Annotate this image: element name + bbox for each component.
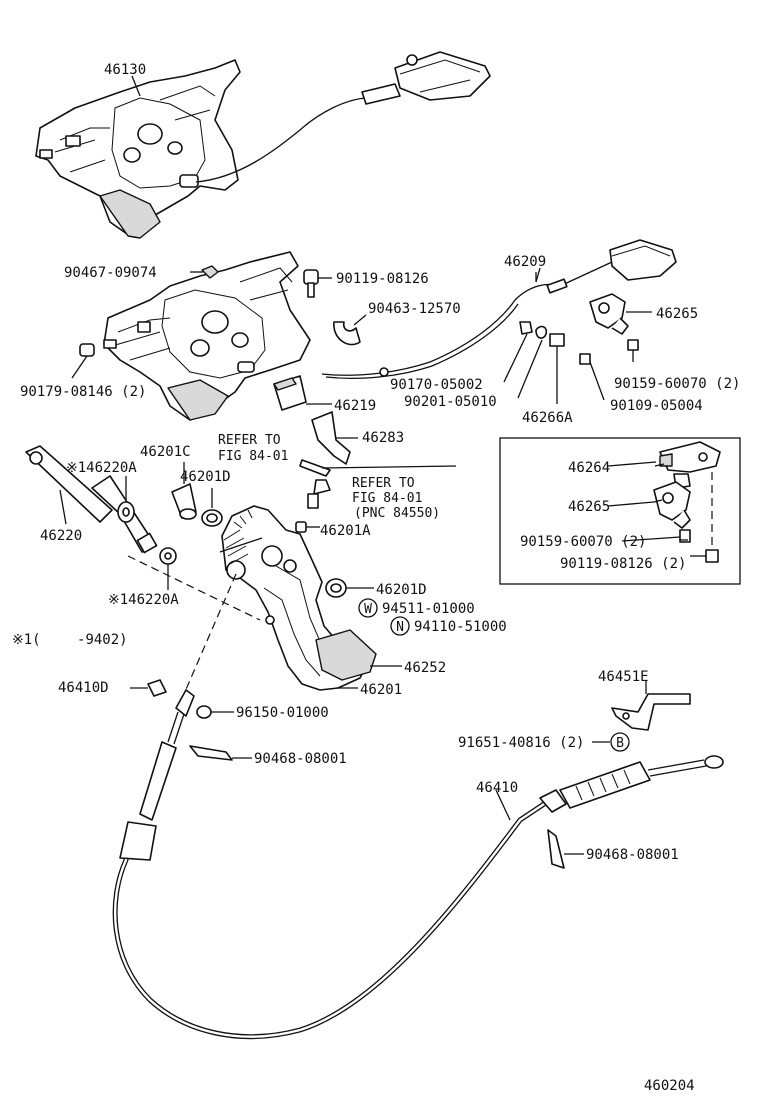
label-refer-1a: REFER TO xyxy=(218,433,281,448)
part-46410-cable xyxy=(112,689,724,1040)
symbol-n: N xyxy=(396,620,404,635)
label-46130: 46130 xyxy=(104,62,146,78)
fasteners-near-46209 xyxy=(503,321,639,404)
label-90170-05002: 90170-05002 xyxy=(390,377,483,393)
label-90467-09074: 90467-09074 xyxy=(64,265,157,281)
label-46209: 46209 xyxy=(504,254,546,270)
inset-detail-box xyxy=(499,437,741,585)
bolt-90179-08146 xyxy=(71,343,95,379)
part-46201D-a xyxy=(201,488,223,527)
symbol-n-circle: N xyxy=(390,616,410,636)
label-90119-08126: 90119-08126 xyxy=(336,271,429,287)
part-46283 xyxy=(311,411,358,465)
label-46265-inset: 46265 xyxy=(568,499,610,515)
clamp-90463-12570 xyxy=(333,314,367,346)
part-46219 xyxy=(273,375,332,411)
label-46451E: 46451E xyxy=(598,669,649,685)
bushing-146220A-bottom xyxy=(159,547,177,590)
part-46130-pedal-bracket-assy xyxy=(35,51,491,239)
label-note-1: ※1( -9402) xyxy=(12,632,128,648)
part-46201D-b xyxy=(325,578,374,598)
symbol-b: B xyxy=(616,736,624,751)
labels: 46130 90467-09074 90119-08126 90463-1257… xyxy=(12,62,740,1094)
label-46201D-a: 46201D xyxy=(180,469,231,485)
guide-line-a xyxy=(127,555,261,621)
label-94511-01000: 94511-01000 xyxy=(382,601,475,617)
label-46219: 46219 xyxy=(334,398,376,414)
symbol-b-circle: B xyxy=(610,732,630,752)
label-46201C: 46201C xyxy=(140,444,191,460)
label-90463-12570: 90463-12570 xyxy=(368,301,461,317)
label-94110-51000: 94110-51000 xyxy=(414,619,507,635)
symbol-w: W xyxy=(364,602,372,617)
label-refer-2b: FIG 84-01 xyxy=(352,491,422,506)
label-90468-08001-b: 90468-08001 xyxy=(586,847,679,863)
label-46220: 46220 xyxy=(40,528,82,544)
label-46201A: 46201A xyxy=(320,523,371,539)
fastener-90467-09074 xyxy=(190,265,219,279)
label-46252: 46252 xyxy=(404,660,446,676)
clip-90468-08001-a xyxy=(189,745,252,761)
bolt-90119-08126 xyxy=(303,269,332,298)
label-91651-40816: 91651-40816 (2) xyxy=(458,735,584,751)
label-46201: 46201 xyxy=(360,682,402,698)
part-46265-bracket xyxy=(589,293,652,335)
label-90159-60070-inset: 90159-60070 (2) xyxy=(520,534,646,550)
label-90201-05010: 90201-05010 xyxy=(404,394,497,410)
label-90159-60070-upper: 90159-60070 (2) xyxy=(614,376,740,392)
symbol-w-circle: W xyxy=(358,598,378,618)
label-46266A: 46266A xyxy=(522,410,573,426)
part-46201C xyxy=(171,462,197,520)
label-90468-08001-a: 90468-08001 xyxy=(254,751,347,767)
label-46265-upper: 46265 xyxy=(656,306,698,322)
part-46410D xyxy=(130,679,167,697)
label-46410: 46410 xyxy=(476,780,518,796)
bushing-146220A-top xyxy=(117,476,135,523)
leader-lines xyxy=(131,75,681,553)
label-refer-2c: (PNC 84550) xyxy=(354,506,440,521)
label-refer-2a: REFER TO xyxy=(352,476,415,491)
label-90179-08146: 90179-08146 (2) xyxy=(20,384,146,400)
part-46201-pedal xyxy=(221,505,402,691)
guide-line-b xyxy=(183,573,237,695)
label-146220A-top: ※146220A xyxy=(66,460,137,476)
label-90109-05004: 90109-05004 xyxy=(610,398,703,414)
label-diagram-number: 460204 xyxy=(644,1078,695,1094)
part-46209-cable xyxy=(321,239,677,379)
label-46201D-b: 46201D xyxy=(376,582,427,598)
label-46283: 46283 xyxy=(362,430,404,446)
label-refer-1b: FIG 84-01 xyxy=(218,449,288,464)
label-46410D: 46410D xyxy=(58,680,109,696)
part-46201A-pin xyxy=(295,459,331,533)
label-96150-01000: 96150-01000 xyxy=(236,705,329,721)
label-46264: 46264 xyxy=(568,460,610,476)
label-90119-08126-inset: 90119-08126 (2) xyxy=(560,556,686,572)
part-pedal-bracket-middle xyxy=(103,251,311,421)
label-146220A-bottom: ※146220A xyxy=(108,592,179,608)
part-46451E-bracket xyxy=(611,680,691,731)
clip-90468-08001-b xyxy=(547,829,584,869)
clip-96150-01000 xyxy=(196,705,234,719)
